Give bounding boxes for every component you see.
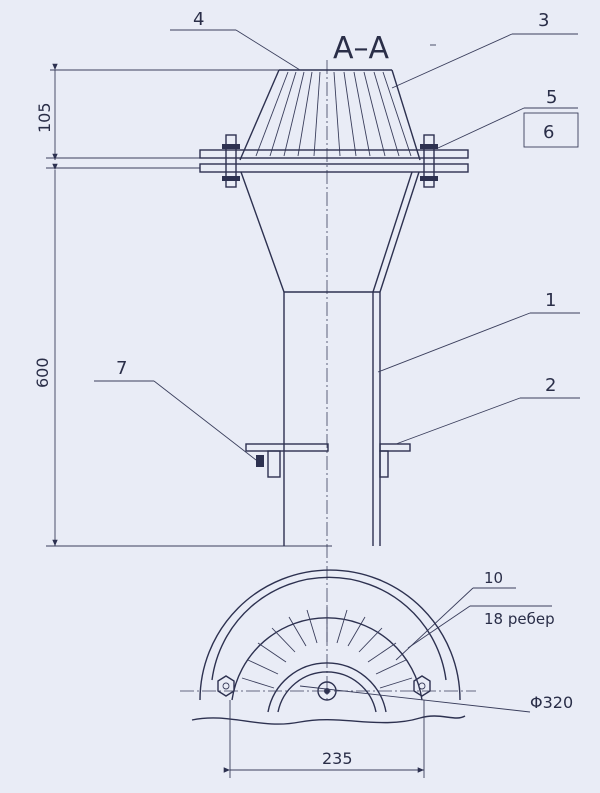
vertical-dimension-group: 105 600	[33, 63, 332, 547]
collar-stem-right	[379, 450, 389, 478]
plan-nut-right	[413, 675, 431, 697]
funnel-right-wall-outer	[379, 171, 420, 293]
callout-1: 1	[545, 290, 556, 311]
plan-inner-arc-2	[277, 671, 377, 713]
plan-inner-arc	[267, 662, 387, 713]
leader-diameter	[299, 685, 531, 713]
callout-7: 7	[116, 358, 127, 379]
section-label: A–A	[333, 31, 390, 66]
note-ribs: 18 ребер	[484, 610, 555, 628]
flange-plate-upper	[199, 149, 469, 159]
cap-ribs	[255, 71, 412, 157]
callout-5: 5	[546, 87, 557, 108]
collar-plate	[245, 443, 329, 452]
funnel-left-wall	[240, 171, 285, 293]
callout-leaders	[94, 29, 580, 661]
plan-rib-lines	[241, 607, 413, 689]
cap-right-edge	[391, 69, 421, 161]
flange-bolt-left	[222, 134, 240, 188]
callout-6: 6	[543, 122, 554, 143]
plan-nut-left	[217, 675, 235, 697]
dim-text-600: 600	[33, 357, 52, 388]
callout-3: 3	[538, 10, 549, 31]
dim-text-diameter: Φ320	[530, 693, 573, 712]
callout-10: 10	[484, 569, 503, 587]
callout-4: 4	[193, 9, 204, 30]
cap-assembly	[199, 69, 469, 188]
plan-view	[180, 569, 531, 778]
plan-outer-arc-2	[211, 576, 447, 681]
funnel-right-wall	[372, 171, 413, 293]
collar-plate-right	[379, 443, 411, 452]
cap-left-edge	[239, 69, 280, 161]
funnel-and-pipe	[240, 171, 420, 546]
plan-outer-arc	[199, 569, 461, 701]
dim-text-235: 235	[322, 749, 353, 768]
dim-text-105: 105	[35, 102, 54, 133]
collar-bolt	[256, 455, 264, 467]
callout-box-6	[523, 112, 579, 148]
flange-plate-lower	[199, 163, 469, 173]
callout-2: 2	[545, 375, 556, 396]
plan-break-line	[191, 715, 466, 725]
collar-stem	[267, 450, 281, 478]
flange-bolt-right	[420, 134, 438, 188]
